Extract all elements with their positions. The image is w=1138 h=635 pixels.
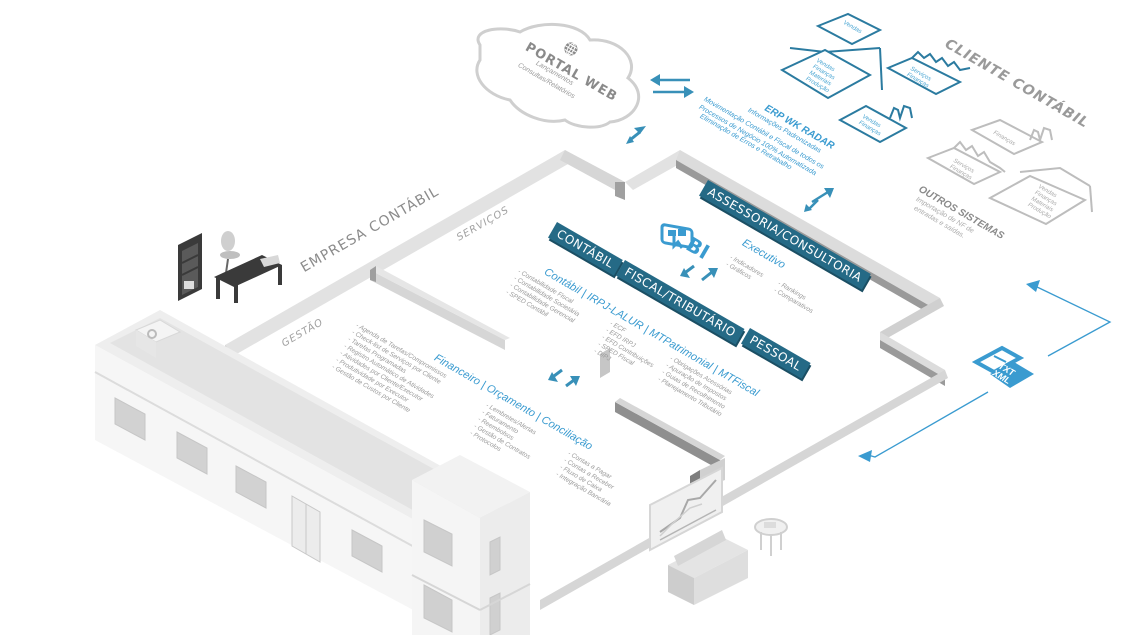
office-desk-illustration bbox=[178, 231, 282, 303]
globe-icon bbox=[559, 38, 584, 63]
document-icon bbox=[971, 345, 1034, 388]
bi-dashboard-icon bbox=[660, 223, 694, 250]
